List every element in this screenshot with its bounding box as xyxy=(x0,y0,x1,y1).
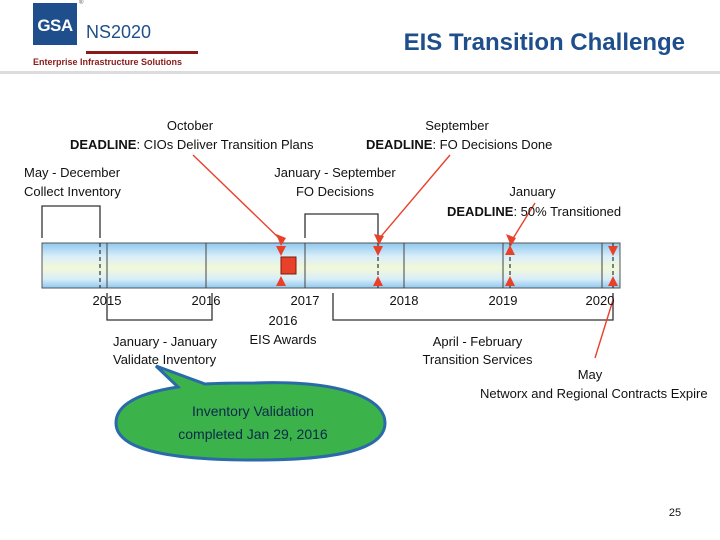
expire-month: May xyxy=(577,367,603,382)
collect-inventory-label: Collect Inventory xyxy=(24,184,121,199)
fo-decisions-dates: January - September xyxy=(274,165,396,180)
callout-line-2: completed Jan 29, 2016 xyxy=(178,426,328,442)
program-subtitle: Enterprise Infrastructure Solutions xyxy=(33,57,183,67)
year-dividers xyxy=(106,243,603,288)
year-label: 2020 xyxy=(585,293,615,308)
validate-inventory-label: Validate Inventory xyxy=(113,352,217,367)
deadline-fo-label: DEADLINE: FO Decisions Done xyxy=(366,137,553,152)
gsa-logo xyxy=(33,3,77,45)
header-divider xyxy=(0,71,720,74)
year-label: 2017 xyxy=(290,293,320,308)
page-number: 25 xyxy=(668,507,682,519)
milestone-triangles xyxy=(276,245,618,286)
deadline-fo-month: September xyxy=(425,118,489,133)
transition-services-dates: April - February xyxy=(432,334,523,349)
callout-text: Inventory Validation completed Jan 29, 2… xyxy=(118,400,388,446)
registered-mark: ® xyxy=(79,0,84,6)
awards-year: 2016 xyxy=(268,313,298,328)
awards-marker xyxy=(280,256,297,275)
brand-rule xyxy=(86,51,198,54)
year-label: 2015 xyxy=(92,293,122,308)
bracket-fo-decisions xyxy=(304,213,379,238)
callout-line-1: Inventory Validation xyxy=(192,403,314,419)
year-label: 2018 xyxy=(389,293,419,308)
deadline-50-label: DEADLINE: 50% Transitioned xyxy=(447,204,622,219)
awards-label: EIS Awards xyxy=(249,332,317,347)
fo-decisions-label: FO Decisions xyxy=(295,184,375,199)
validate-inventory-dates: January - January xyxy=(113,334,218,349)
callout-bubble xyxy=(114,364,387,462)
transition-services-label: Transition Services xyxy=(422,352,533,367)
deadline-cio-month: October xyxy=(166,118,214,133)
program-name: NS2020 xyxy=(86,22,152,42)
deadline-50-month: January xyxy=(509,184,556,199)
deadline-cio-label: DEADLINE: CIOs Deliver Transition Plans xyxy=(70,137,314,152)
bracket-transition-services xyxy=(332,293,614,321)
collect-inventory-dates: May - December xyxy=(24,165,121,180)
bracket-validate-inventory xyxy=(106,293,213,321)
bracket-collect-inventory xyxy=(41,205,101,238)
expire-label: Networx and Regional Contracts Expire xyxy=(480,386,708,401)
gsa-logo-text: GSA xyxy=(37,16,73,35)
year-label: 2019 xyxy=(488,293,518,308)
connector-lines xyxy=(192,154,614,359)
slide-title: EIS Transition Challenge xyxy=(403,29,685,56)
timeline-bar xyxy=(41,242,621,289)
year-label: 2016 xyxy=(191,293,221,308)
